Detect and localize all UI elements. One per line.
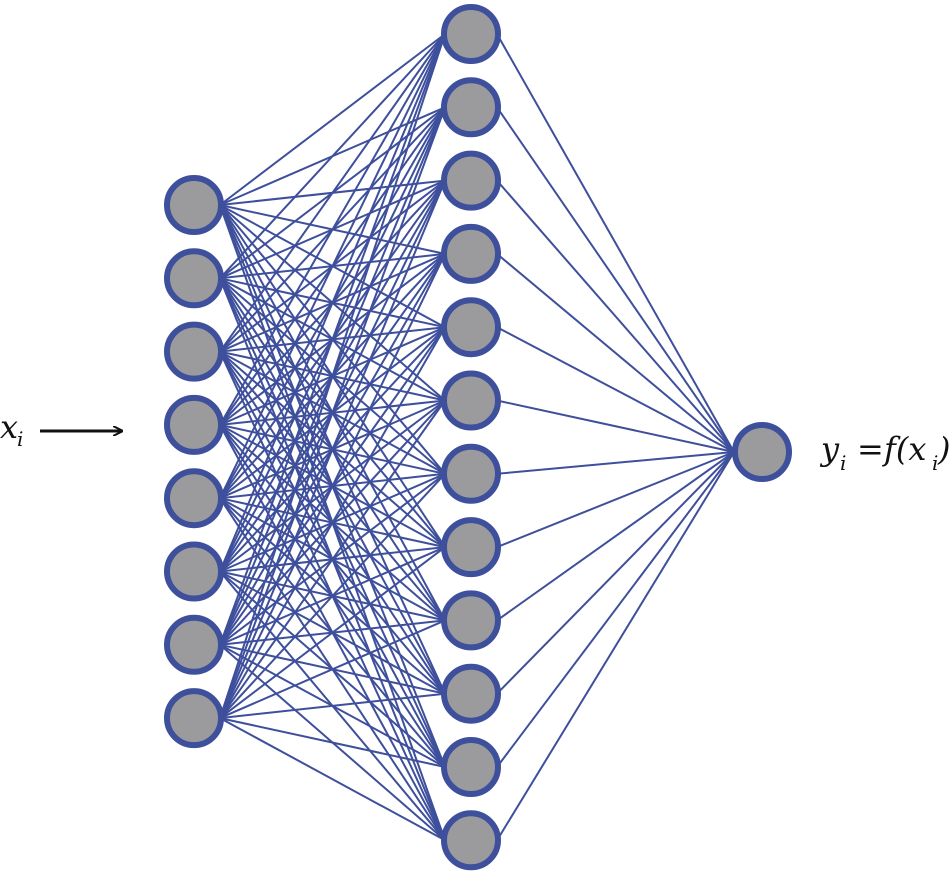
edge-hidden-6-output-1 (496, 399, 735, 453)
input-node-2 (164, 248, 224, 309)
edge-input-8-hidden-12 (219, 717, 446, 842)
hidden-node-4 (441, 223, 501, 284)
hidden-node-2 (441, 77, 501, 138)
output-node-1 (732, 422, 792, 482)
edge-hidden-11-output-1 (496, 451, 735, 768)
edge-input-8-hidden-7 (219, 473, 446, 719)
edge-input-8-hidden-4 (219, 253, 446, 719)
input-node-7 (164, 614, 224, 675)
edge-input-7-hidden-1 (219, 33, 446, 646)
output-label-y-subscript: i (840, 451, 846, 475)
output-label-close-paren: ) (937, 430, 950, 468)
edge-input-8-hidden-11 (219, 717, 446, 768)
edge-hidden-8-output-1 (496, 451, 735, 549)
hidden-node-1 (441, 4, 501, 64)
edge-input-3-hidden-1 (219, 33, 446, 353)
edge-input-1-hidden-1 (219, 33, 446, 206)
edge-input-8-hidden-1 (219, 33, 446, 719)
input-label-base: x (0, 408, 18, 446)
input-node-3 (164, 321, 224, 382)
hidden-node-5 (441, 297, 501, 358)
hidden-node-7 (441, 443, 501, 504)
hidden-node-12 (441, 810, 501, 871)
input-node-4 (164, 394, 224, 455)
hidden-node-11 (441, 737, 501, 797)
hidden-node-9 (441, 590, 501, 651)
edge-input-8-hidden-10 (219, 692, 446, 720)
edge-input-4-hidden-1 (219, 33, 446, 426)
hidden-node-6 (441, 370, 501, 431)
edge-input-8-hidden-8 (219, 546, 446, 719)
edge-hidden-5-output-1 (496, 326, 735, 453)
connection-lines (219, 33, 735, 842)
input-node-5 (164, 468, 224, 529)
input-node-8 (164, 688, 224, 749)
edge-hidden-7-output-1 (496, 451, 735, 475)
edge-input-6-hidden-1 (219, 33, 446, 572)
input-label-subscript: i (17, 427, 23, 451)
output-label-arg-subscript: i (932, 451, 938, 475)
input-node-6 (164, 541, 224, 602)
output-label-function: f(x (882, 430, 926, 468)
edge-hidden-9-output-1 (496, 451, 735, 622)
edge-input-5-hidden-1 (219, 33, 446, 499)
output-label-equals: = (857, 430, 884, 468)
edge-hidden-4-output-1 (496, 253, 735, 453)
hidden-node-10 (441, 663, 501, 724)
edge-hidden-2-output-1 (496, 106, 735, 453)
edge-hidden-1-output-1 (496, 33, 735, 453)
edge-input-8-hidden-6 (219, 399, 446, 719)
edge-input-8-hidden-3 (219, 180, 446, 719)
hidden-node-3 (441, 150, 501, 211)
input-label: x (0, 408, 18, 446)
edge-input-8-hidden-5 (219, 326, 446, 719)
edge-hidden-3-output-1 (496, 179, 735, 453)
output-label-y: y (819, 430, 840, 468)
input-node-1 (164, 175, 224, 235)
edge-hidden-12-output-1 (496, 451, 735, 841)
edge-hidden-10-output-1 (496, 451, 735, 695)
neuron-nodes (164, 4, 792, 871)
edge-input-2-hidden-1 (219, 33, 446, 279)
hidden-node-8 (441, 517, 501, 578)
edge-input-8-hidden-9 (219, 619, 446, 720)
edge-input-8-hidden-2 (219, 106, 446, 719)
